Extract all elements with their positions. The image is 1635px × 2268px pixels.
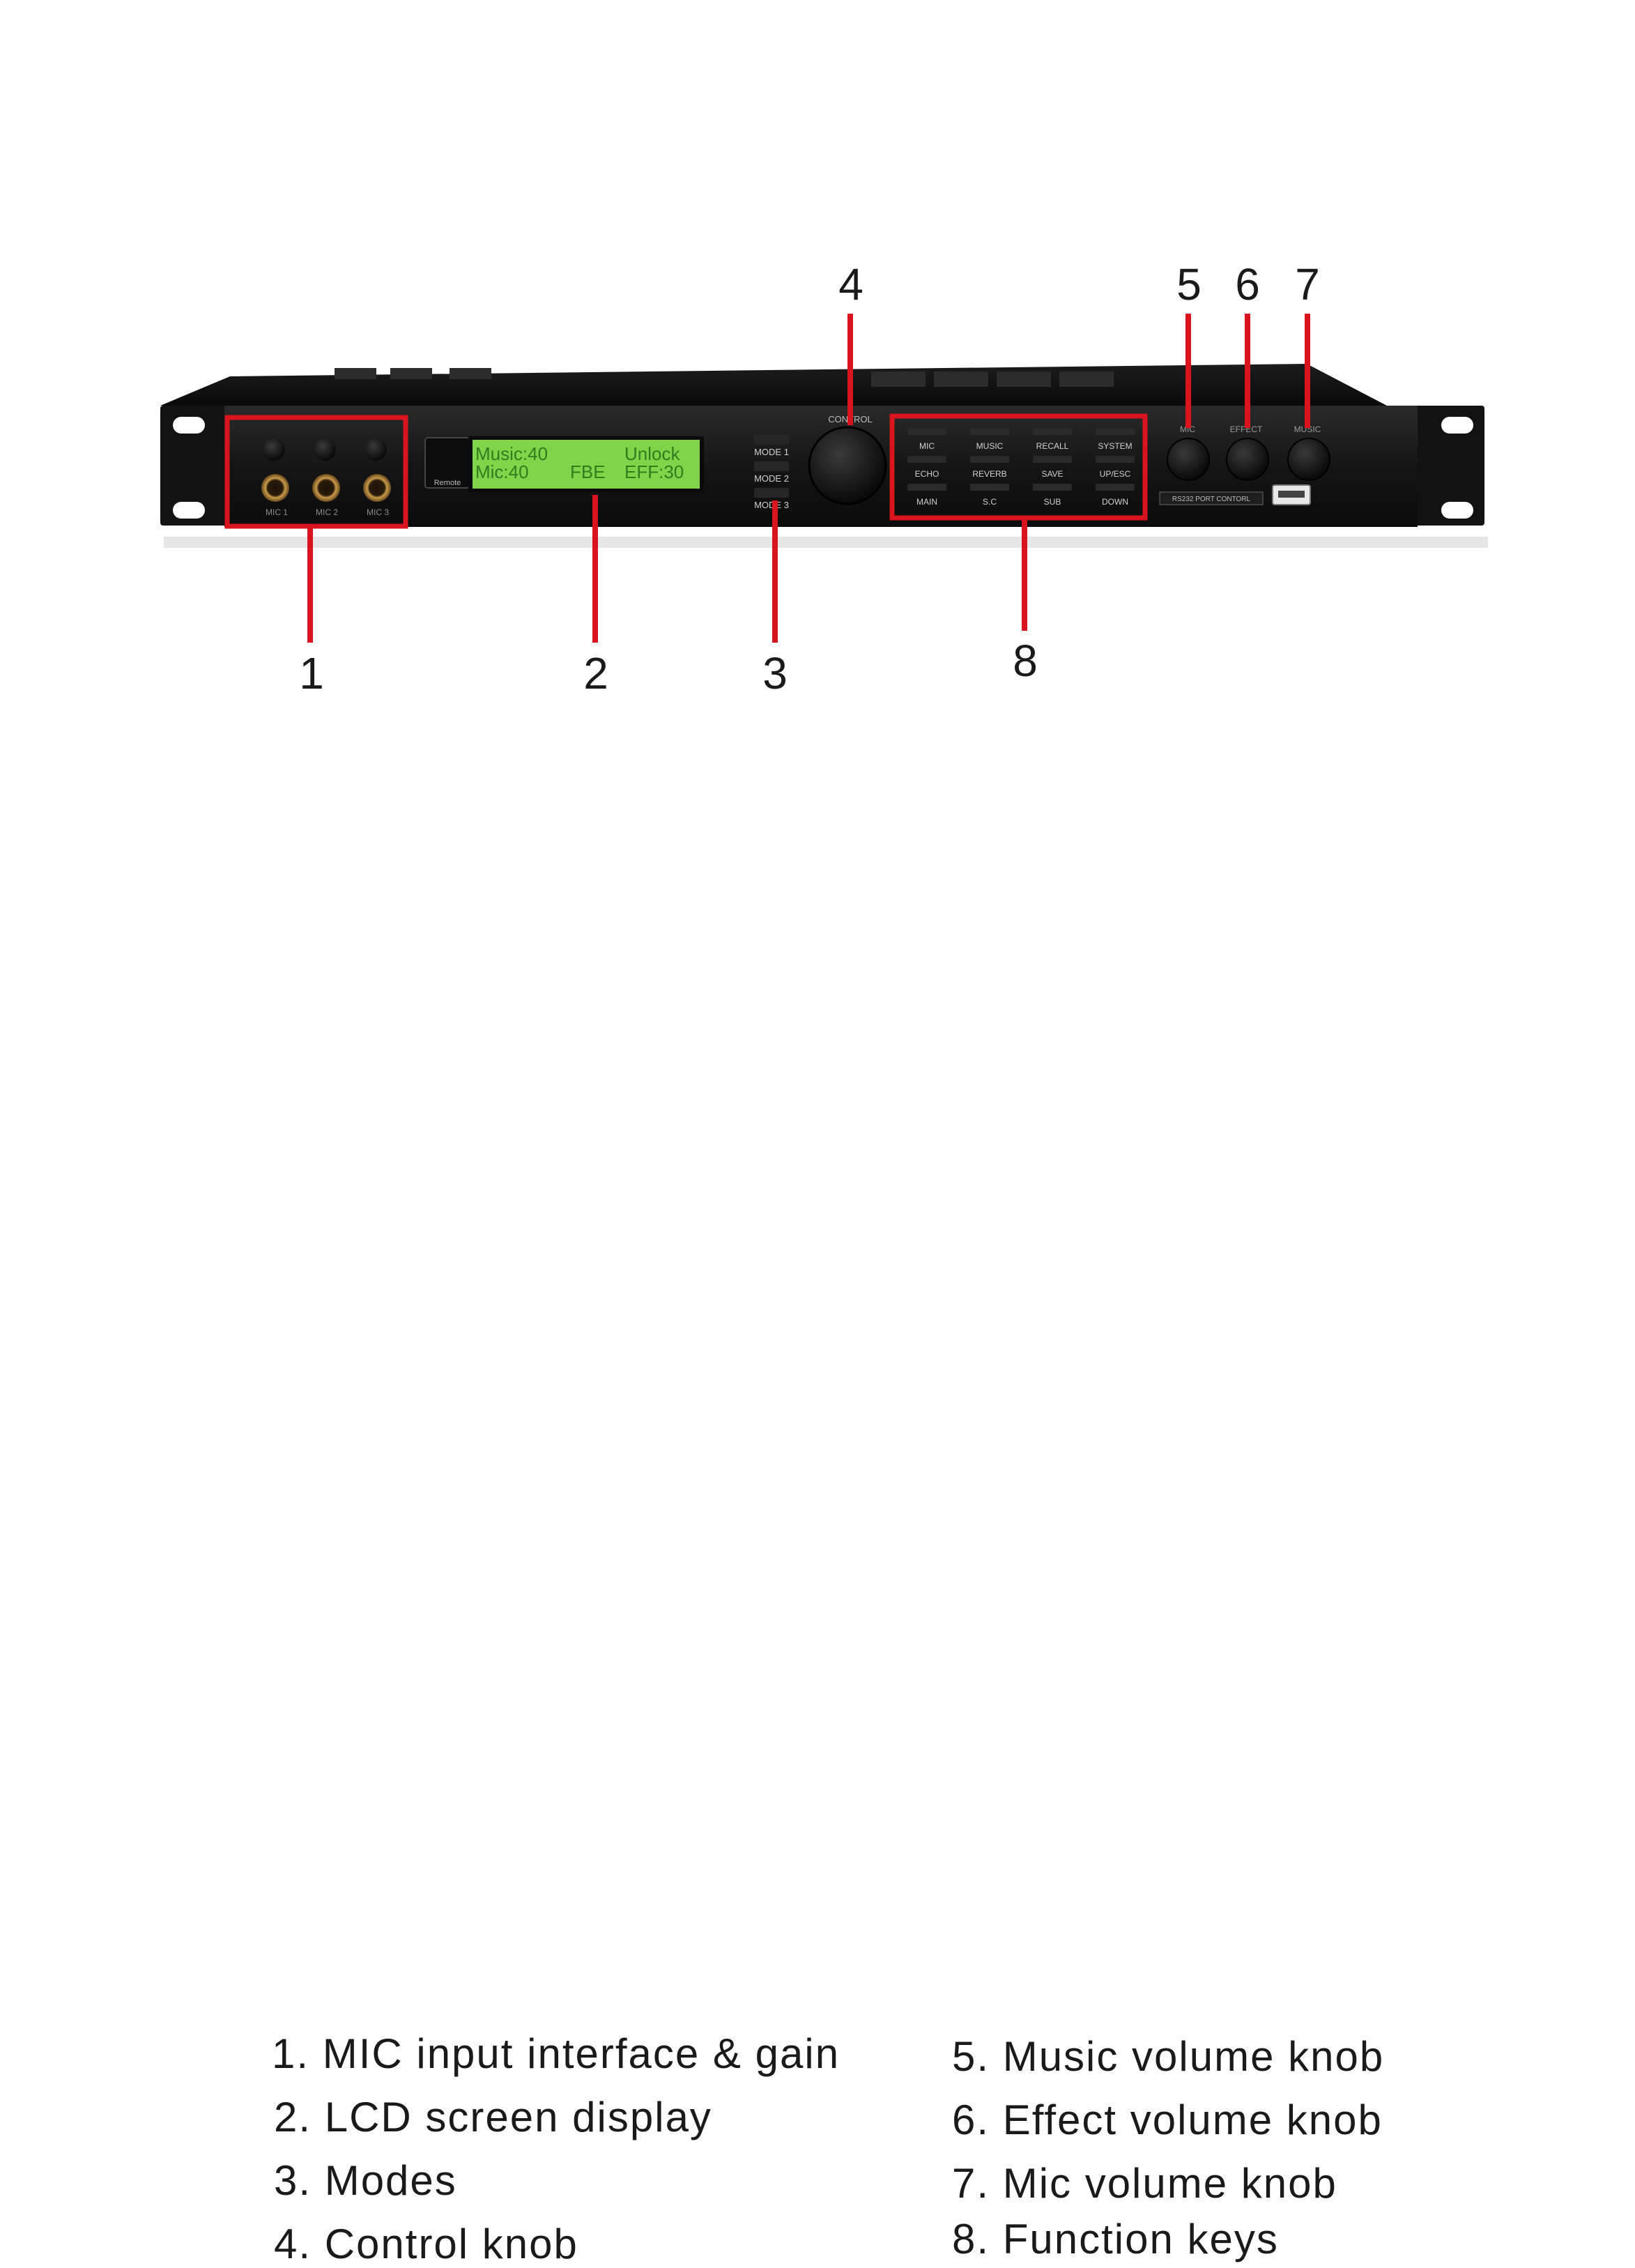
function-key-button[interactable] [1096, 484, 1135, 491]
mic-label: MIC 3 [367, 507, 389, 517]
function-key-button[interactable] [907, 456, 946, 463]
remote-label: Remote [434, 479, 461, 487]
music-volume-knob[interactable] [1288, 438, 1330, 480]
mode-button[interactable] [754, 488, 789, 498]
function-key-button[interactable] [907, 484, 946, 491]
mic-label: MIC 1 [266, 507, 288, 517]
function-key-label: MAIN [916, 497, 937, 507]
callout-number: 1 [299, 648, 324, 698]
function-key-label: MUSIC [976, 441, 1004, 451]
function-key-label: ECHO [915, 469, 939, 479]
mic-gain-knob-icon [263, 438, 285, 461]
function-key-button[interactable] [970, 428, 1009, 435]
legend-item-7: 7. Mic volume knob [952, 2159, 1337, 2207]
legend-item-3: 3. Modes [274, 2156, 457, 2205]
function-key-label: RECALL [1036, 441, 1069, 451]
function-key-label: DOWN [1102, 497, 1128, 507]
lcd-line2-right: EFF:30 [624, 461, 684, 482]
device-diagram: MIC 1 MIC 2 MIC 3 Remote Music:40 Unlock… [0, 0, 1635, 1193]
rack-hole-icon [173, 502, 205, 519]
legend-item-1: 1. MIC input interface & gain [272, 2030, 840, 2078]
callout-number: 8 [1013, 636, 1038, 686]
function-key-label: SYSTEM [1098, 441, 1132, 451]
callout-number: 6 [1235, 259, 1260, 309]
function-key-button[interactable] [1033, 428, 1072, 435]
mic-jack-icon [261, 474, 289, 502]
callout-number: 7 [1295, 259, 1320, 309]
mic-label: MIC 2 [316, 507, 338, 517]
mic-jack-icon [363, 474, 391, 502]
rack-hole-icon [1441, 502, 1473, 519]
callout-number: 3 [762, 648, 788, 698]
function-key-label: REVERB [972, 469, 1006, 479]
lcd-line2-left: Mic:40 [475, 461, 529, 482]
callout-number: 5 [1176, 259, 1202, 309]
function-key-label: S.C [983, 497, 997, 507]
mic-jack-icon [312, 474, 340, 502]
function-key-label: MIC [919, 441, 935, 451]
mode-label: MODE 2 [754, 473, 789, 484]
legend-item-2: 2. LCD screen display [274, 2093, 712, 2141]
function-key-button[interactable] [970, 456, 1009, 463]
function-key-label: SAVE [1041, 469, 1063, 479]
function-key-button[interactable] [1096, 456, 1135, 463]
mode-button[interactable] [754, 435, 789, 445]
control-knob[interactable] [809, 427, 886, 504]
diagram: MIC 1 MIC 2 MIC 3 Remote Music:40 Unlock… [0, 0, 1635, 1193]
legend-item-6: 6. Effect volume knob [952, 2096, 1383, 2144]
legend-item-5: 5. Music volume knob [952, 2032, 1384, 2081]
mode-label: MODE 1 [754, 447, 789, 457]
lcd-line2-mid: FBE [570, 461, 606, 482]
effect-volume-knob[interactable] [1227, 438, 1268, 480]
legend-item-4: 4. Control knob [274, 2220, 578, 2268]
unit-shadow [164, 537, 1488, 548]
function-key-button[interactable] [1033, 456, 1072, 463]
mode-button[interactable] [754, 461, 789, 471]
rack-hole-icon [173, 417, 205, 434]
mic-gain-knob-icon [364, 438, 387, 461]
function-key-button[interactable] [1096, 428, 1135, 435]
mode-label: MODE 3 [754, 500, 789, 510]
function-key-button[interactable] [1033, 484, 1072, 491]
function-key-label: UP/ESC [1100, 469, 1131, 479]
legend-item-8: 8. Function keys [952, 2215, 1279, 2263]
function-key-label: SUB [1044, 497, 1061, 507]
function-key-button[interactable] [970, 484, 1009, 491]
function-key-button[interactable] [907, 428, 946, 435]
rack-hole-icon [1441, 417, 1473, 434]
mic-gain-knob-icon [314, 438, 336, 461]
mic-volume-knob[interactable] [1167, 438, 1209, 480]
rs232-label: RS232 PORT CONTORL [1172, 496, 1251, 503]
callout-number: 4 [838, 259, 863, 309]
callout-number: 2 [583, 648, 608, 698]
usb-port-inner [1278, 491, 1305, 498]
